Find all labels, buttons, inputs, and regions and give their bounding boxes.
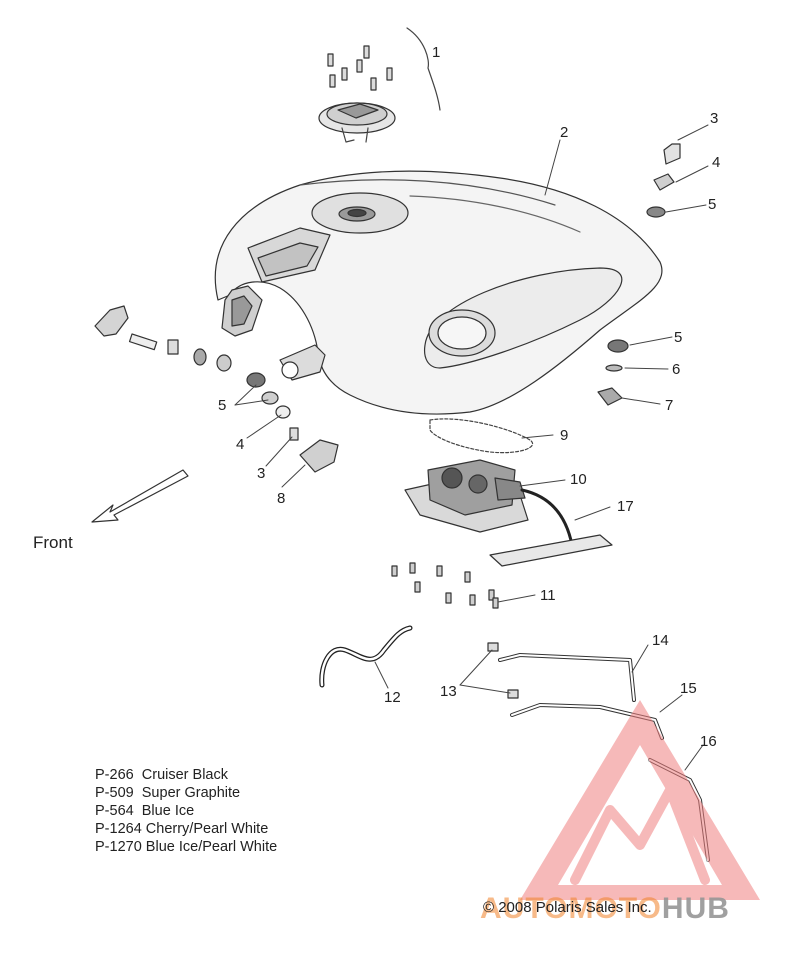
callout-6: 6 — [672, 361, 681, 378]
callout-4: 4 — [712, 154, 721, 171]
callout-2: 2 — [560, 124, 569, 141]
legend-color-name: Cherry/Pearl White — [145, 821, 269, 837]
callout-8: 8 — [277, 490, 286, 507]
callout-15: 15 — [680, 680, 697, 697]
callout-11: 11 — [540, 587, 556, 604]
legend-code: P-266 — [95, 767, 134, 783]
legend-code: P-564 — [95, 803, 134, 819]
callout-5-left: 5 — [218, 397, 227, 414]
legend-row: P-266 Cruiser Black — [95, 766, 277, 784]
callout-7: 7 — [665, 397, 674, 414]
watermark-auto-text: AUTOMOTO — [480, 892, 662, 925]
callout-16: 16 — [700, 733, 717, 750]
callout-13: 13 — [440, 683, 457, 700]
callout-4-left: 4 — [236, 436, 245, 453]
legend-color-name: Blue Ice/Pearl White — [145, 839, 278, 855]
legend-row: P-509 Super Graphite — [95, 784, 277, 802]
fuel-pump-assembly — [404, 459, 613, 567]
leader-lines — [234, 124, 709, 771]
legend-color-name: Blue Ice — [141, 803, 195, 819]
callout-5: 5 — [708, 196, 717, 213]
legend-code: P-1264 — [95, 821, 142, 837]
legend-code: P-1270 — [95, 839, 142, 855]
pump-screws — [391, 562, 499, 609]
copyright-notice: © 2008 Polaris Sales Inc. — [483, 899, 652, 916]
front-label: Front — [33, 533, 73, 552]
callout-14: 14 — [652, 632, 669, 649]
callout-1: 1 — [432, 44, 441, 61]
legend-row: P-1264 Cherry/Pearl White — [95, 820, 277, 838]
callout-3: 3 — [710, 110, 719, 127]
callout-10: 10 — [570, 471, 587, 488]
callout-9: 9 — [560, 427, 569, 444]
front-mount-hardware — [94, 305, 339, 473]
watermark-hub-text: HUB — [661, 892, 730, 925]
callout-12: 12 — [384, 689, 401, 706]
watermark-logo — [520, 700, 760, 900]
callout-5-right: 5 — [674, 329, 683, 346]
front-direction-arrow — [91, 469, 189, 523]
legend-code: P-509 — [95, 785, 134, 801]
legend-row: P-1270 Blue Ice/Pearl White — [95, 838, 277, 856]
pump-gasket — [429, 418, 533, 454]
legend-row: P-564 Blue Ice — [95, 802, 277, 820]
legend-color-name: Cruiser Black — [141, 767, 228, 783]
legend-color-name: Super Graphite — [141, 785, 241, 801]
watermark-text: AUTOMOTOHUB — [480, 892, 730, 926]
right-mount-hardware — [597, 143, 681, 406]
fuel-cap-assembly — [318, 27, 441, 143]
callout-17: 17 — [617, 498, 634, 515]
paint-code-legend: P-266 Cruiser Black P-509 Super Graphite… — [95, 766, 277, 856]
fuel-tank — [214, 170, 663, 415]
callout-3-left: 3 — [257, 465, 266, 482]
